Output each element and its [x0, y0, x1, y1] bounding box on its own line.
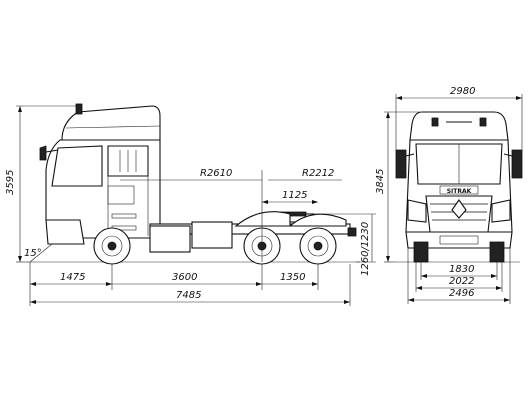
side-view-truck	[30, 103, 360, 265]
dim-track-rear: 2022	[449, 276, 474, 287]
dim-approach-angle: 15°	[24, 248, 42, 259]
dim-fifth-wheel-height: 1260/1230	[360, 222, 371, 276]
front-view-truck: SITRAK	[395, 111, 523, 263]
dim-front-overhang: 1475	[60, 272, 85, 283]
dim-height-front: 3845	[375, 169, 386, 194]
dim-fifth-wheel-offset: 1125	[282, 190, 307, 201]
dim-mirror-width: 2980	[450, 86, 475, 97]
dim-height-side: 3595	[5, 170, 16, 195]
dim-track-front: 1830	[449, 264, 474, 275]
dim-radius-2: R2212	[302, 168, 334, 179]
brand-badge: SITRAK	[447, 188, 472, 195]
dim-wheelbase-front: 3600	[172, 272, 197, 283]
dim-radius-1: R2610	[200, 168, 232, 179]
dim-overall-width: 2496	[449, 288, 474, 299]
front-view-dimensions: 2980 3845 1830 2022 2496	[375, 86, 523, 304]
dim-wheelbase-rear: 1350	[280, 272, 305, 283]
side-view-dimensions: 3595 15° R2610 R2212 1125 1260/1230 1475	[5, 105, 376, 306]
dim-overall-length: 7485	[176, 290, 201, 301]
